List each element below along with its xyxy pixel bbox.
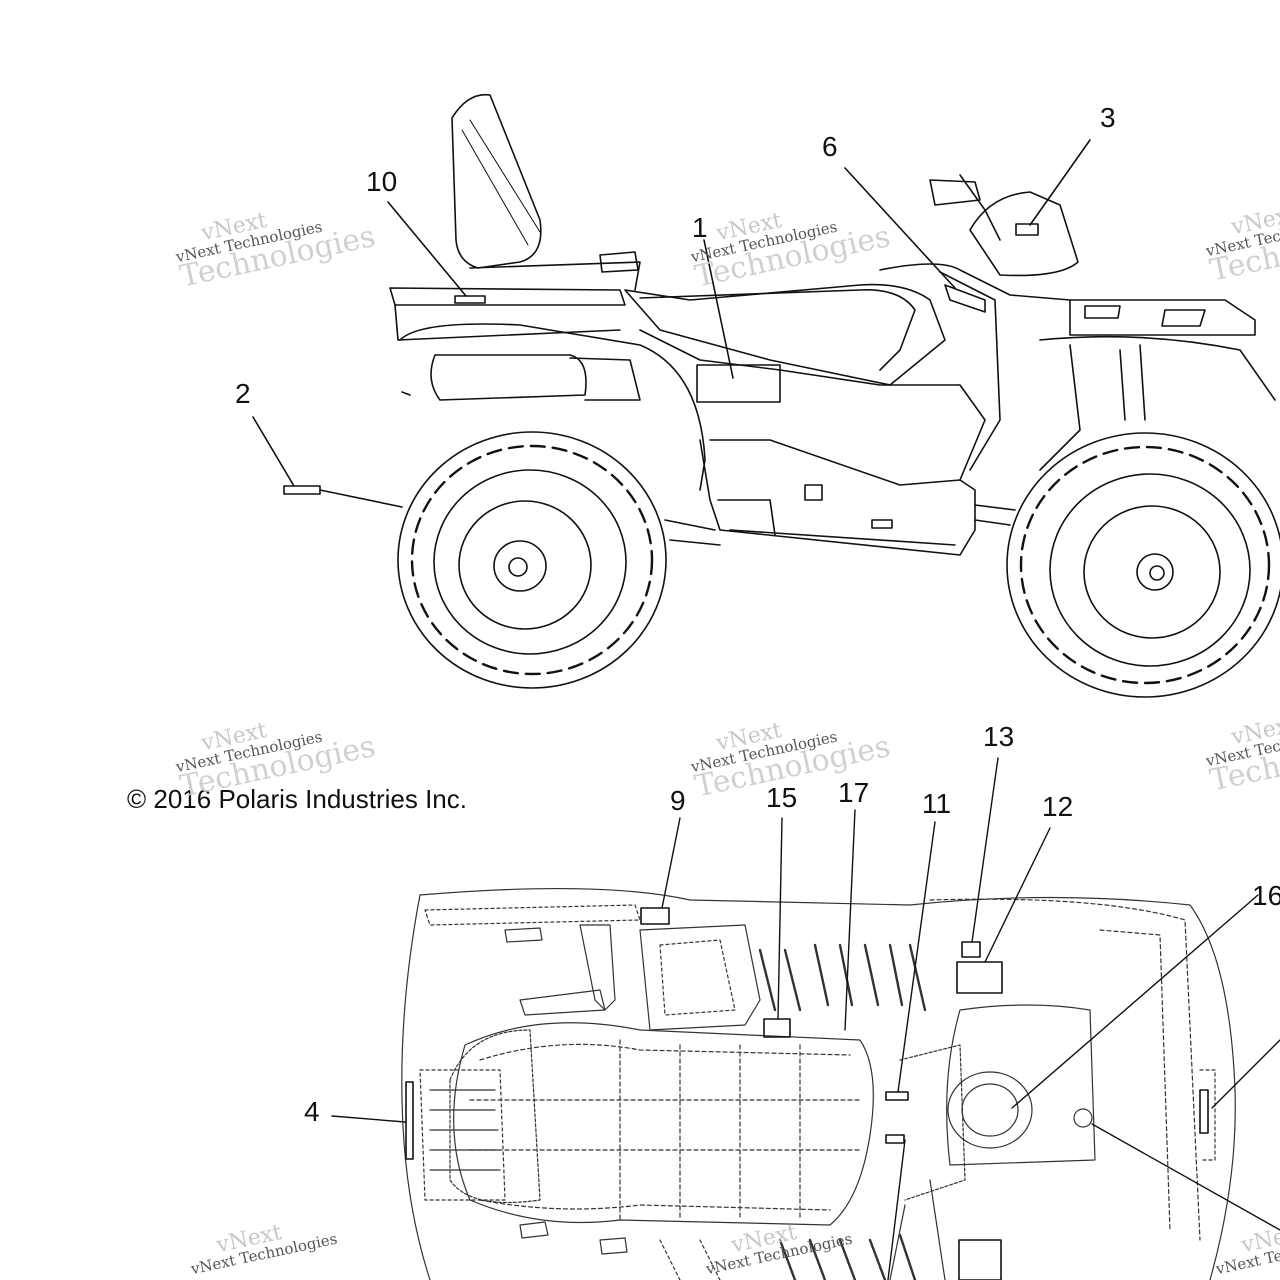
callout-3: 3 — [1100, 102, 1116, 133]
decal-11a — [885, 1091, 909, 1101]
callout-12: 12 — [1042, 791, 1074, 822]
callout-1: 1 — [692, 212, 708, 243]
decal-4 — [405, 1081, 414, 1160]
side-body — [639, 329, 986, 486]
callout-6: 6 — [822, 131, 838, 162]
atv-side-view — [252, 93, 1280, 698]
decal-9 — [640, 907, 670, 925]
callout-16: 16 — [1252, 880, 1280, 911]
decal-13 — [961, 941, 981, 958]
callout-10: 10 — [366, 166, 398, 197]
callout-13: 13 — [983, 721, 1015, 752]
top-seat — [453, 1022, 874, 1226]
steering-column — [947, 1071, 1033, 1149]
decal-3 — [1015, 223, 1039, 236]
handlebar — [929, 179, 981, 206]
decal-15 — [763, 1018, 791, 1038]
decal-6 — [944, 284, 986, 313]
backrest — [451, 93, 542, 269]
footwell — [699, 439, 976, 556]
decal-14 — [1199, 1089, 1209, 1134]
decal-11b — [885, 1134, 905, 1144]
callout-4: 4 — [304, 1096, 320, 1127]
front-rack — [1069, 299, 1256, 336]
front-wheel — [1006, 432, 1280, 698]
rear-fender — [399, 323, 706, 491]
gas-cap — [1073, 1108, 1093, 1128]
callout-9: 9 — [670, 785, 686, 816]
callout-17: 17 — [838, 777, 870, 808]
copyright-notice: © 2016 Polaris Industries Inc. — [127, 784, 467, 814]
decal-18 — [958, 1239, 1002, 1280]
decal-12 — [956, 961, 1003, 994]
top-body-outline — [419, 887, 1236, 1280]
callout-11: 11 — [922, 788, 952, 819]
muffler — [430, 354, 587, 401]
front-fender — [1039, 335, 1276, 401]
rear-rack — [389, 287, 626, 306]
decal-10 — [454, 295, 486, 304]
top-footwell — [639, 924, 761, 1031]
atv-top-view — [331, 757, 1280, 1280]
seat — [624, 283, 946, 386]
decal-1 — [696, 364, 781, 403]
headlight-pod — [969, 191, 1079, 277]
rear-wheel — [397, 431, 667, 689]
callout-2: 2 — [235, 378, 251, 409]
decal-2 — [283, 485, 321, 495]
callout-15: 15 — [766, 782, 798, 813]
